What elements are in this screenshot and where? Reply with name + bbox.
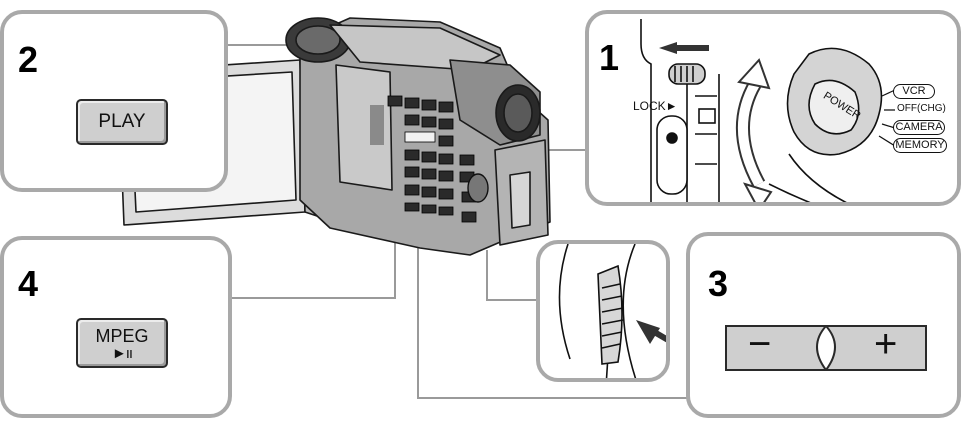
step-number: 4 [18,263,39,304]
step-1-panel: 1 [585,10,961,206]
mode-vcr: VCR [893,84,935,99]
plus-label[interactable]: + [874,322,898,366]
play-pause-symbol: ►ıı [111,344,133,362]
step-number: 2 [18,39,39,80]
power-switch-illustration [640,19,896,202]
mode-camera: CAMERA [893,120,945,135]
step-number: 1 [599,37,620,78]
jog-dial-illustration [558,244,666,378]
step-3-panel: 3 − + [686,232,961,418]
jog-dial-panel [536,240,670,382]
step-4-panel: 4 MPEG ►ıı [0,236,232,418]
minus-label[interactable]: − [748,322,772,366]
step-number: 3 [708,263,729,304]
mpeg-label: MPEG [95,325,149,346]
lock-label: LOCK► [633,99,678,113]
step-2-panel: 2 PLAY [0,10,228,192]
mode-memory: MEMORY [893,138,947,153]
mode-off-chg: OFF(CHG) [897,103,946,114]
mpeg-play-pause-button[interactable]: MPEG ►ıı [76,318,168,368]
volume-rocker-button[interactable] [690,236,965,422]
play-button[interactable]: PLAY [76,99,168,145]
play-label: PLAY [98,111,146,132]
